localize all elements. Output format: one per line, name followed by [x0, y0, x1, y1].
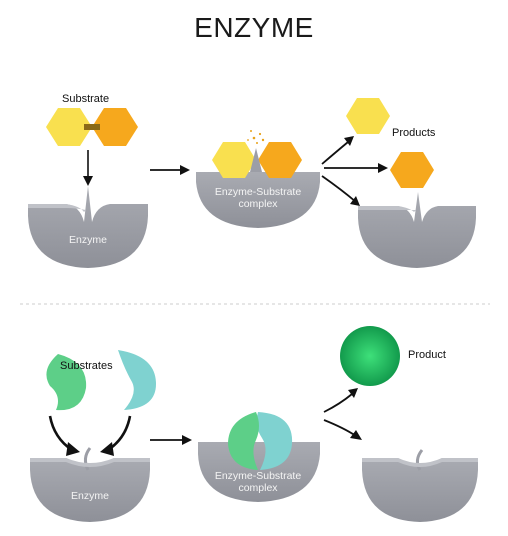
enzyme-substrate-complex-top: [196, 130, 320, 228]
substrates-label: Substrates: [60, 360, 113, 372]
product-label: Product: [408, 349, 446, 361]
substrate-bean-green: [46, 354, 87, 411]
product-hexagon-yellow: [346, 98, 390, 134]
arrows-substrates-to-enzyme: [48, 415, 132, 452]
enzyme-label-bottom: Enzyme: [71, 490, 109, 502]
enzyme-bottom: [30, 447, 150, 522]
substrate-label: Substrate: [62, 93, 110, 105]
substrate-bean-teal: [118, 350, 156, 410]
complex-label-bottom-line2: complex: [238, 482, 278, 494]
enzyme-substrate-complex-bottom: [198, 412, 320, 502]
enzyme-label-top: Enzyme: [69, 234, 107, 246]
product-hexagon-orange: [390, 152, 434, 188]
complex-bean-green: [228, 412, 259, 470]
arrow-to-complex-bottom: [150, 435, 192, 445]
substrate-hexagon-orange: [92, 108, 138, 146]
complex-bean-teal: [256, 412, 293, 470]
enzyme-bottom-released: [362, 449, 478, 522]
enzyme-top: [28, 186, 148, 268]
complex-label-bottom-line1: Enzyme-Substrate: [214, 470, 302, 482]
reaction-spark: [247, 130, 265, 144]
substrate-bond: [84, 124, 100, 130]
substrate-hexagon-yellow: [46, 108, 92, 146]
page-title: ENZYME: [194, 12, 314, 43]
products-label: Products: [392, 127, 436, 139]
complex-hexagon-orange: [258, 142, 302, 178]
substrate-molecule: [46, 108, 138, 146]
arrows-to-product: [323, 393, 357, 437]
product-sphere: [340, 326, 400, 386]
arrows-to-products: [321, 141, 380, 203]
arrow-substrate-to-enzyme: [83, 150, 93, 186]
complex-hexagon-yellow: [212, 142, 256, 178]
complex-label-top-line1: Enzyme-Substrate: [214, 186, 302, 198]
arrow-to-complex-top: [150, 165, 190, 175]
enzyme-top-released: [358, 192, 476, 268]
complex-label-top-line2: complex: [238, 198, 278, 210]
